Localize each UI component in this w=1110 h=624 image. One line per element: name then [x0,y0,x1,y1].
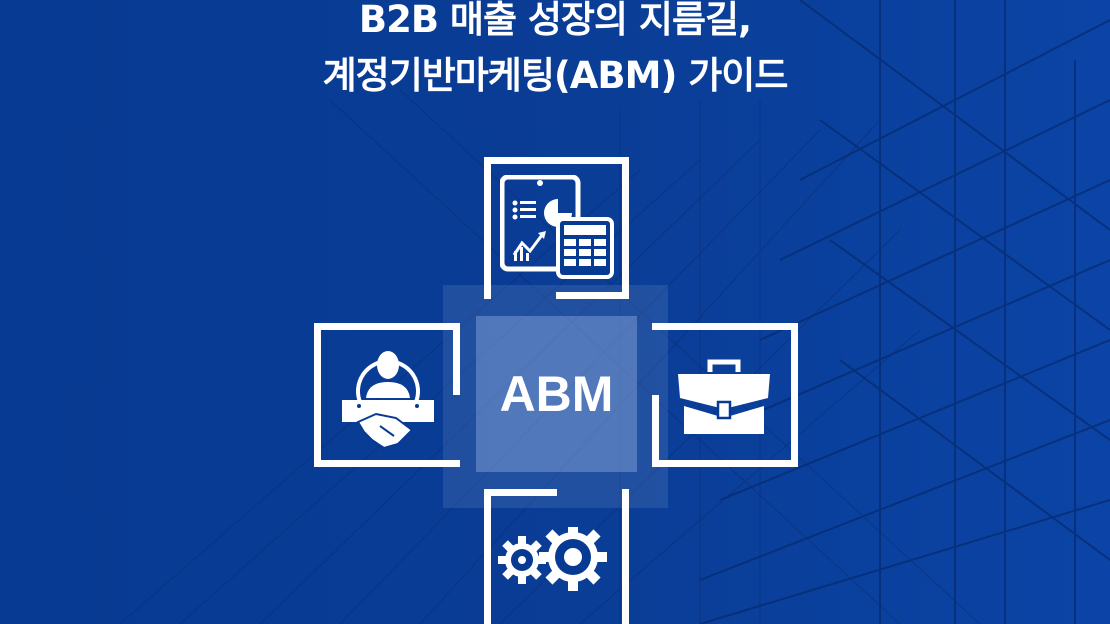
headline-line-1: B2B 매출 성장의 지름길, [358,0,752,41]
headline-line-2: 계정기반마케팅(ABM) 가이드 [322,54,789,97]
briefcase-icon [678,359,770,434]
center-abm-label: ABM [499,366,614,422]
gears-icon [498,527,607,591]
center-outer-square [443,285,668,508]
customer-handshake-icon [342,351,434,450]
center-inner-square [476,316,637,472]
analytics-calculator-icon [500,175,614,279]
